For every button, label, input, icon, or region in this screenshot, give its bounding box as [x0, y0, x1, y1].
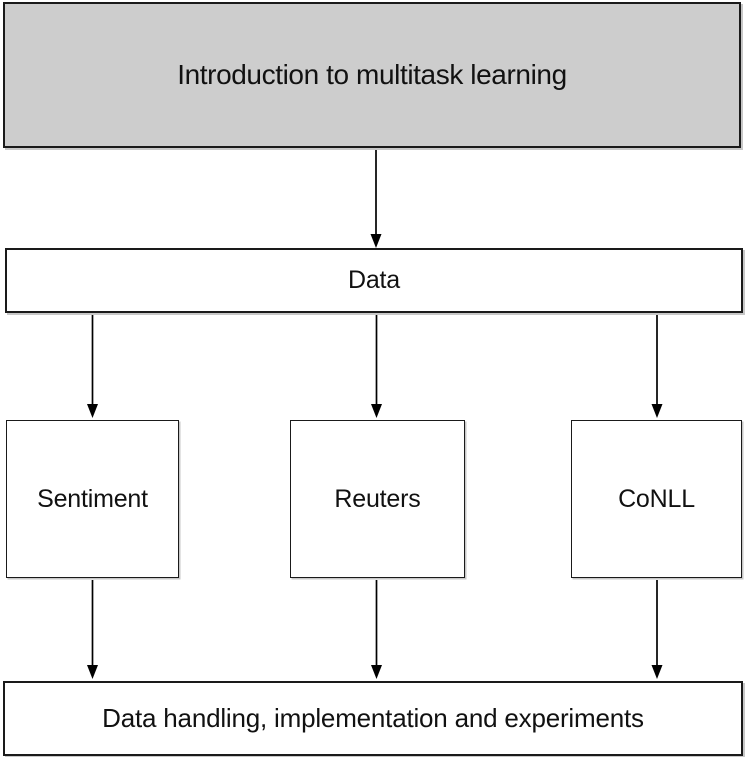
node-reuters-label: Reuters: [334, 484, 421, 513]
arrow-data-to-sentiment: [87, 315, 98, 418]
node-handling: Data handling, implementation and experi…: [3, 681, 743, 756]
arrow-reuters-to-handling: [371, 580, 382, 679]
node-handling-label: Data handling, implementation and experi…: [102, 703, 644, 733]
arrow-sentiment-to-handling: [87, 580, 98, 679]
node-intro: Introduction to multitask learning: [3, 2, 741, 148]
node-intro-label: Introduction to multitask learning: [177, 59, 567, 90]
arrow-intro-to-data: [370, 150, 382, 248]
node-conll: CoNLL: [571, 420, 742, 578]
node-conll-label: CoNLL: [618, 484, 695, 513]
node-reuters: Reuters: [290, 420, 465, 578]
node-data-label: Data: [347, 266, 400, 294]
node-data: Data: [5, 248, 743, 313]
node-sentiment: Sentiment: [6, 420, 179, 578]
arrow-data-to-conll: [651, 315, 663, 418]
arrow-data-to-reuters: [371, 315, 382, 418]
node-sentiment-label: Sentiment: [37, 484, 148, 513]
arrow-conll-to-handling: [651, 580, 663, 679]
